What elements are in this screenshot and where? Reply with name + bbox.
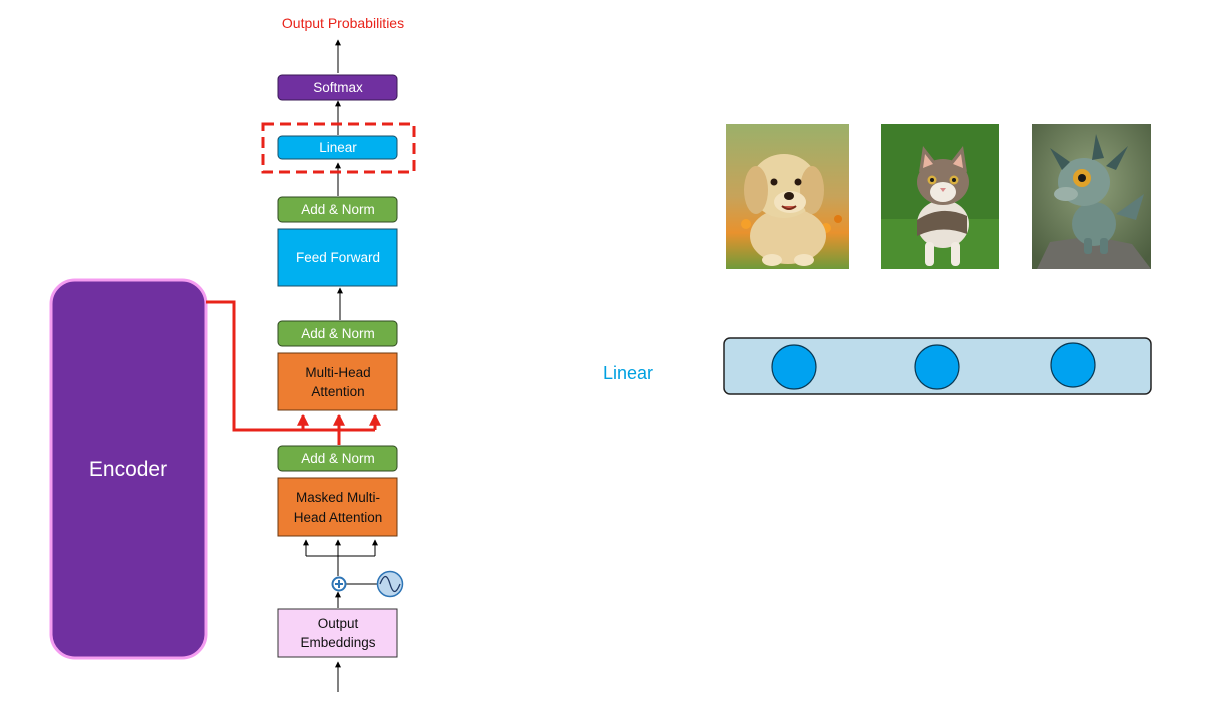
encoder-label: Encoder <box>89 458 167 481</box>
add-norm-mid: Add & Norm <box>277 320 398 347</box>
embeddings-label-line1: Output <box>318 616 359 631</box>
puppy-image <box>726 124 849 269</box>
linear-block: Linear <box>277 135 398 160</box>
softmax-label: Softmax <box>313 80 363 95</box>
linear-layer-panel <box>723 337 1152 395</box>
masked-attention-block: Masked Multi- Head Attention <box>277 477 398 537</box>
sine-wave-icon <box>376 570 404 598</box>
neuron-3 <box>1050 342 1096 388</box>
multi-head-attention-block: Multi-Head Attention <box>277 352 398 411</box>
neuron-1 <box>771 344 817 390</box>
feed-forward-label: Feed Forward <box>296 250 380 265</box>
embeddings-label-line2: Embeddings <box>300 635 375 650</box>
add-norm-top: Add & Norm <box>277 196 398 223</box>
add-icon <box>331 576 347 592</box>
masked-label-line1: Masked Multi- <box>296 490 380 505</box>
dragon-image <box>1032 124 1151 269</box>
linear-label: Linear <box>319 140 357 155</box>
add-norm-bottom: Add & Norm <box>277 445 398 472</box>
add-norm-bottom-label: Add & Norm <box>301 451 375 466</box>
neuron-2 <box>914 344 960 390</box>
feed-forward-block: Feed Forward <box>277 228 398 287</box>
add-norm-mid-label: Add & Norm <box>301 326 375 341</box>
mha-label-line2: Attention <box>311 384 364 399</box>
encoder-connection <box>206 300 381 445</box>
output-embeddings-block: Output Embeddings <box>277 608 398 658</box>
softmax-block: Softmax <box>277 74 398 101</box>
kitten-image <box>881 124 999 269</box>
masked-label-line2: Head Attention <box>294 510 383 525</box>
encoder-block: Encoder <box>49 278 208 660</box>
decoder-connectors <box>303 39 378 692</box>
linear-panel-label: Linear <box>603 363 653 383</box>
add-norm-top-label: Add & Norm <box>301 202 375 217</box>
output-probabilities-label: Output Probabilities <box>282 15 404 31</box>
linear-highlight-box <box>261 122 416 174</box>
mha-label-line1: Multi-Head <box>305 365 370 380</box>
